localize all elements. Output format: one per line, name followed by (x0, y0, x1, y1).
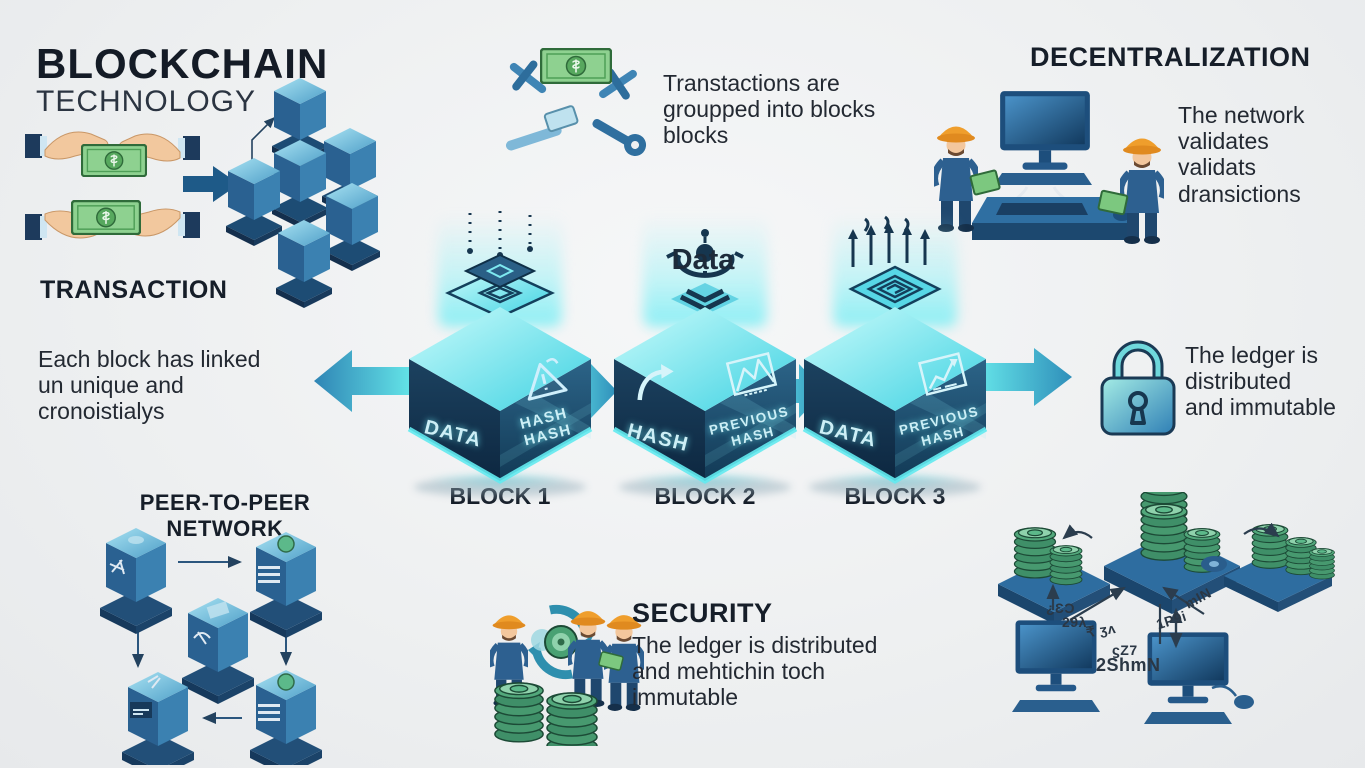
drip-dots-icon (467, 211, 533, 258)
green-card-icon (1097, 189, 1129, 216)
mouse-icon (1234, 695, 1254, 709)
p2p-cube (250, 532, 322, 638)
data-label: Data (671, 244, 735, 276)
block-name: BLOCK 3 (844, 483, 946, 509)
previous-hash-mountain-icon (725, 351, 778, 397)
block-3: DATA PREVIOUS HASH BLOCK 3 (800, 215, 990, 515)
green-card-icon (969, 169, 1001, 196)
page-subtitle: TECHNOLOGY (36, 85, 257, 118)
monitor-icon (1000, 91, 1090, 170)
computer-icon (1144, 632, 1254, 724)
decentralization-caption: The network validates validats dransicti… (1178, 102, 1305, 207)
block-name: BLOCK 1 (449, 483, 551, 509)
dollar-bill-icon (81, 144, 147, 177)
rising-arrows-icon (848, 215, 942, 313)
p2p-network-icon (100, 528, 322, 765)
console-keyboard-icon (996, 203, 1088, 215)
label-garbled: ϛΖ7 (1112, 642, 1138, 658)
block-cube (802, 307, 988, 497)
keyboard-icon (994, 173, 1092, 185)
linked-note: Each block has linked un unique and cron… (38, 346, 261, 425)
block-cube (612, 307, 798, 497)
p2p-title: PEER-TO-PEER NETWORK (139, 490, 311, 541)
hash-triangle-icon (527, 358, 568, 401)
block-name: BLOCK 2 (654, 483, 756, 509)
green-card-icon (598, 651, 624, 671)
label-garbled: 2ShmN (1096, 655, 1161, 675)
hand-top-right (118, 133, 200, 162)
workers-computer-icon (932, 91, 1172, 257)
hash-arrow-icon (637, 364, 674, 401)
pickaxe-icon (599, 68, 637, 100)
wrench-icon (592, 119, 647, 156)
hands-exchange-icon (25, 131, 200, 240)
stacked-platform-icon (445, 255, 555, 319)
grouping-caption: Transtactions are groupped into blocks b… (663, 70, 876, 149)
security-title: SECURITY (632, 598, 773, 628)
label-garbled: ¿ƐƆ (1046, 600, 1075, 616)
distribution-icon (998, 492, 1335, 724)
chain-arrow-left-icon (314, 350, 410, 412)
p2p-cube (182, 598, 254, 704)
network-cubes-icon (226, 78, 380, 308)
ledger-note: The ledger is distributed and immutable (1185, 342, 1336, 421)
gear-emblem-icon (666, 229, 744, 315)
decentralization-title: DECENTRALIZATION (1030, 42, 1311, 72)
p2p-cube (100, 528, 172, 634)
coin-stack-icon (1013, 527, 1057, 579)
security-caption: The ledger is distributed and mehtichin … (632, 632, 878, 711)
block-cube (407, 307, 593, 497)
coin-stack-icon (1140, 503, 1188, 561)
coin-stack-icon (1309, 548, 1335, 580)
padlock-icon (1100, 340, 1176, 436)
coin-stack-icon (546, 692, 598, 746)
chain-arrow-right-icon (976, 348, 1072, 406)
transaction-label: TRANSACTION (40, 276, 228, 304)
mining-tools-icon (505, 48, 647, 156)
coin-stack-icon (1049, 545, 1083, 586)
label-garbled: 29λ (1062, 614, 1087, 630)
block-1: DATA HASH HASH BLOCK 1 (405, 211, 595, 515)
hammer-icon (505, 105, 579, 151)
transaction-arrow-icon (183, 166, 239, 202)
previous-hash-chart-icon (917, 352, 968, 396)
page-title: BLOCKCHAIN (36, 40, 329, 87)
p2p-cube (250, 670, 322, 765)
p2p-cube (122, 672, 194, 765)
block-2: HASH PREVIOUS HASH BLOCK 2 (610, 215, 800, 515)
pickaxe-icon (509, 60, 547, 94)
computer-icon (1012, 620, 1100, 712)
security-workers-icon (482, 604, 652, 746)
coin-stack-icon (494, 682, 544, 743)
dollar-bill-icon (540, 48, 612, 84)
dollar-bill-icon (71, 200, 141, 235)
security-emblem-icon (528, 604, 594, 680)
console-front (972, 223, 1139, 240)
